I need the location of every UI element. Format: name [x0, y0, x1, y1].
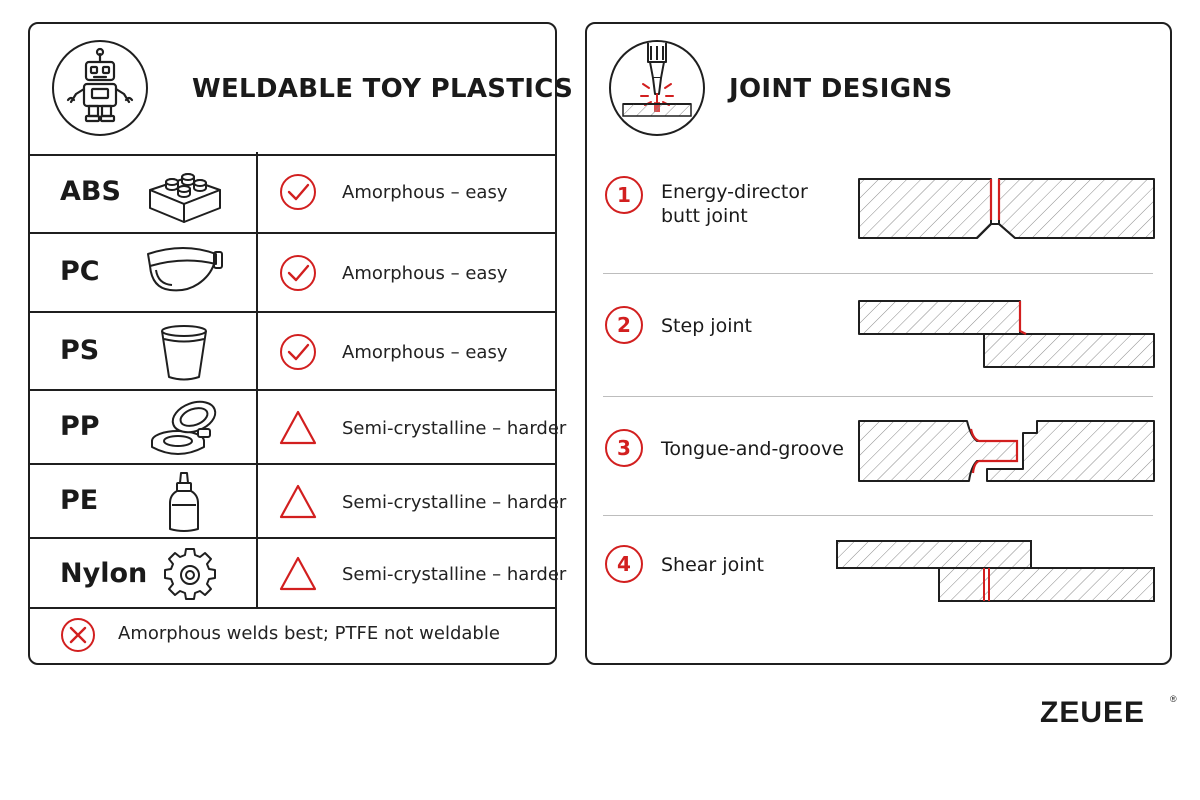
squeeze-bottle-icon [169, 472, 199, 532]
joint-label-line: Tongue-and-groove [661, 438, 844, 460]
check-circle-icon [280, 334, 316, 370]
welding-horn-icon [609, 40, 705, 136]
x-circle-icon [61, 618, 95, 652]
registered-mark: ® [1170, 694, 1177, 704]
panel-title: WELDABLE TOY PLASTICS [192, 74, 574, 104]
plastic-row-ps: PS Amorphous – easy [30, 313, 555, 391]
visor-icon [147, 247, 223, 292]
joint-number-badge: 3 [605, 429, 643, 467]
plastic-name: ABS [60, 176, 121, 207]
cup-icon [161, 325, 207, 381]
joint-label-line: Step joint [661, 315, 752, 337]
plastic-name: PP [60, 411, 100, 442]
joint-label: Tongue-and-groove [661, 437, 844, 461]
plastic-name: PE [60, 485, 99, 516]
column-divider [256, 152, 258, 609]
left-panel-header: WELDABLE TOY PLASTICS [30, 24, 573, 156]
plastic-name: Nylon [60, 558, 148, 589]
joint-divider [603, 273, 1153, 274]
weldability-status: Amorphous – easy [342, 342, 508, 363]
joint-divider [603, 515, 1153, 516]
joint-label-line: Shear joint [661, 554, 764, 576]
warning-triangle-icon [279, 410, 317, 445]
brand-logo-text: ZEUEE [1040, 696, 1145, 729]
footer-text: Amorphous welds best; PTFE not weldable [118, 623, 500, 644]
plastic-row-pc: PC Amorphous – easy [30, 234, 555, 313]
weldability-status: Amorphous – easy [342, 263, 508, 284]
joint-label: Step joint [661, 314, 752, 338]
right-panel-header: JOINT DESIGNS [587, 24, 1170, 154]
energy-director-butt-joint-diagram [858, 178, 1155, 239]
hinged-container-icon [151, 400, 217, 455]
panel-title: JOINT DESIGNS [729, 74, 953, 104]
weldability-status: Semi-crystalline – harder [342, 418, 567, 439]
gear-icon [164, 548, 216, 600]
weldable-plastics-panel: WELDABLE TOY PLASTICS ABS Amorphous – ea… [28, 22, 573, 665]
plastic-name: PS [60, 335, 100, 366]
joint-divider [603, 396, 1153, 397]
joint-number-badge: 4 [605, 545, 643, 583]
plastic-row-nylon: Nylon Semi-crystalline – harder [30, 539, 566, 609]
plastic-row-pp: PP Semi-crystalline – harder [30, 391, 566, 465]
weldability-status: Semi-crystalline – harder [342, 492, 567, 513]
joint-label: Energy-director butt joint [661, 180, 808, 228]
warning-triangle-icon [279, 484, 317, 519]
weldability-status: Semi-crystalline – harder [342, 564, 567, 585]
plastic-row-pe: PE Semi-crystalline – harder [30, 465, 566, 539]
plastic-row-abs: ABS Amorphous – easy [30, 152, 555, 234]
check-circle-icon [280, 255, 316, 291]
joint-designs-panel: JOINT DESIGNS 1 Energy-director butt joi… [585, 22, 1172, 665]
check-circle-icon [280, 174, 316, 210]
joint-number-badge: 1 [605, 176, 643, 214]
warning-triangle-icon [279, 556, 317, 591]
shear-joint-diagram [836, 540, 1155, 602]
step-joint-diagram [858, 300, 1155, 368]
tongue-and-groove-diagram [858, 420, 1155, 482]
robot-icon [52, 40, 148, 136]
joint-label: Shear joint [661, 553, 764, 577]
joint-label-line: Energy-director [661, 181, 808, 203]
footer-note: Amorphous welds best; PTFE not weldable [30, 609, 555, 663]
weldability-status: Amorphous – easy [342, 182, 508, 203]
lego-brick-icon [149, 173, 221, 223]
joint-label-line: butt joint [661, 205, 748, 227]
joint-number-badge: 2 [605, 306, 643, 344]
plastic-name: PC [60, 256, 100, 287]
brand-logo: ZEUEE ® [1040, 694, 1177, 729]
